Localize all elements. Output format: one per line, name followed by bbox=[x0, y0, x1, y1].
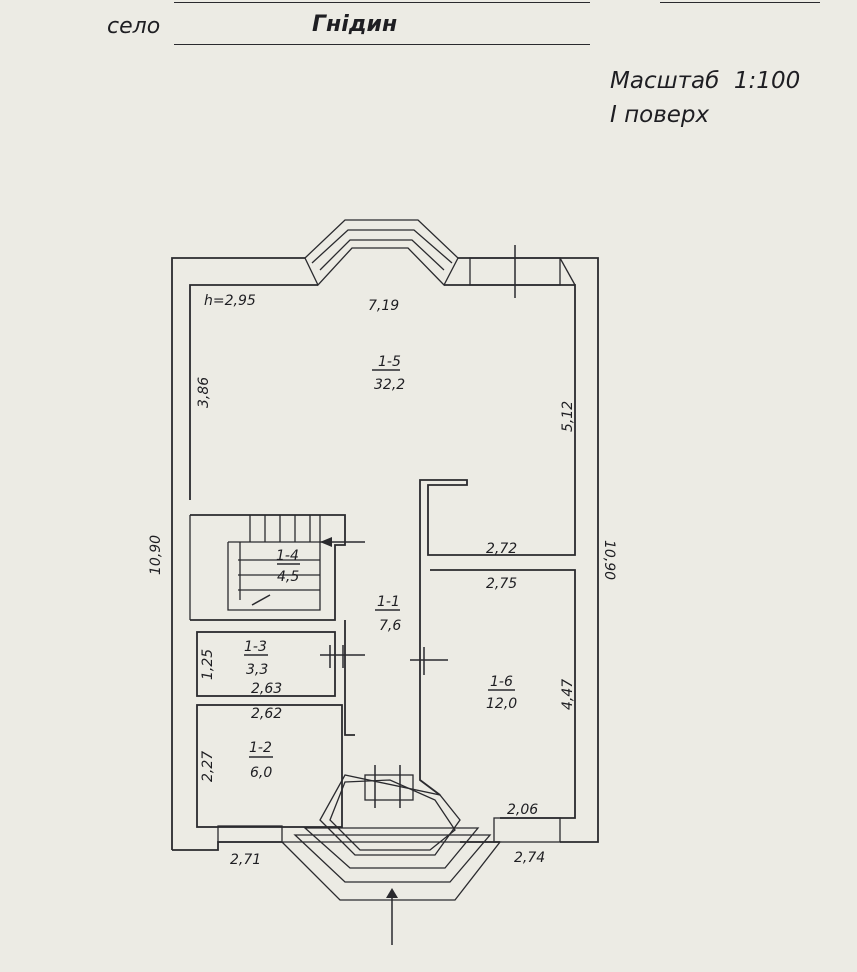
dim-262: 2,62 bbox=[251, 706, 282, 722]
dim-125: 1,25 bbox=[200, 649, 216, 680]
dim-447: 4,47 bbox=[560, 679, 576, 710]
room-1-6-area: 12,0 bbox=[486, 696, 517, 712]
room-1-5-area: 32,2 bbox=[374, 377, 405, 393]
village-name: Гнідин bbox=[312, 12, 398, 37]
village-label: село bbox=[107, 14, 161, 39]
small-rooms bbox=[196, 620, 448, 828]
dim-227: 2,27 bbox=[200, 751, 216, 782]
overall-width-left: 10,90 bbox=[148, 535, 164, 575]
ceiling-height: h=2,95 bbox=[204, 293, 256, 309]
room-1-4-area: 4,5 bbox=[277, 569, 299, 585]
dim-206: 2,06 bbox=[507, 802, 538, 818]
overall-width-right: 10,90 bbox=[601, 540, 617, 580]
dim-719: 7,19 bbox=[368, 298, 399, 314]
top-edge-line-right bbox=[660, 2, 820, 3]
room-1-3-number: 1-3 bbox=[244, 639, 267, 655]
floor-label: I поверх bbox=[610, 102, 710, 128]
room-1-1-area: 7,6 bbox=[379, 618, 401, 634]
village-underline bbox=[174, 44, 590, 45]
room-1-3-area: 3,3 bbox=[246, 662, 268, 678]
room-1-2-area: 6,0 bbox=[250, 765, 272, 781]
dim-271: 2,71 bbox=[230, 852, 261, 868]
room-1-1-number: 1-1 bbox=[377, 594, 400, 610]
entrance-bay bbox=[280, 774, 502, 945]
top-edge-line bbox=[174, 2, 590, 3]
dim-274: 2,74 bbox=[514, 850, 545, 866]
scale-label: Масштаб 1:100 bbox=[610, 68, 801, 94]
dim-386: 3,86 bbox=[196, 377, 212, 408]
top-right-window bbox=[469, 245, 576, 298]
room-1-6-number: 1-6 bbox=[490, 674, 513, 690]
stair-room bbox=[189, 514, 365, 621]
dim-275: 2,75 bbox=[486, 576, 517, 592]
bottom-windows bbox=[217, 765, 561, 843]
room-1-5-number: 1-5 bbox=[378, 354, 401, 370]
dim-272: 2,72 bbox=[486, 541, 517, 557]
dim-512: 5,12 bbox=[560, 401, 576, 432]
room-1-4-number: 1-4 bbox=[276, 548, 299, 564]
dim-263: 2,63 bbox=[251, 681, 282, 697]
room-1-2-number: 1-2 bbox=[249, 740, 272, 756]
top-bay-window bbox=[304, 219, 459, 287]
outer-wall bbox=[171, 257, 599, 851]
